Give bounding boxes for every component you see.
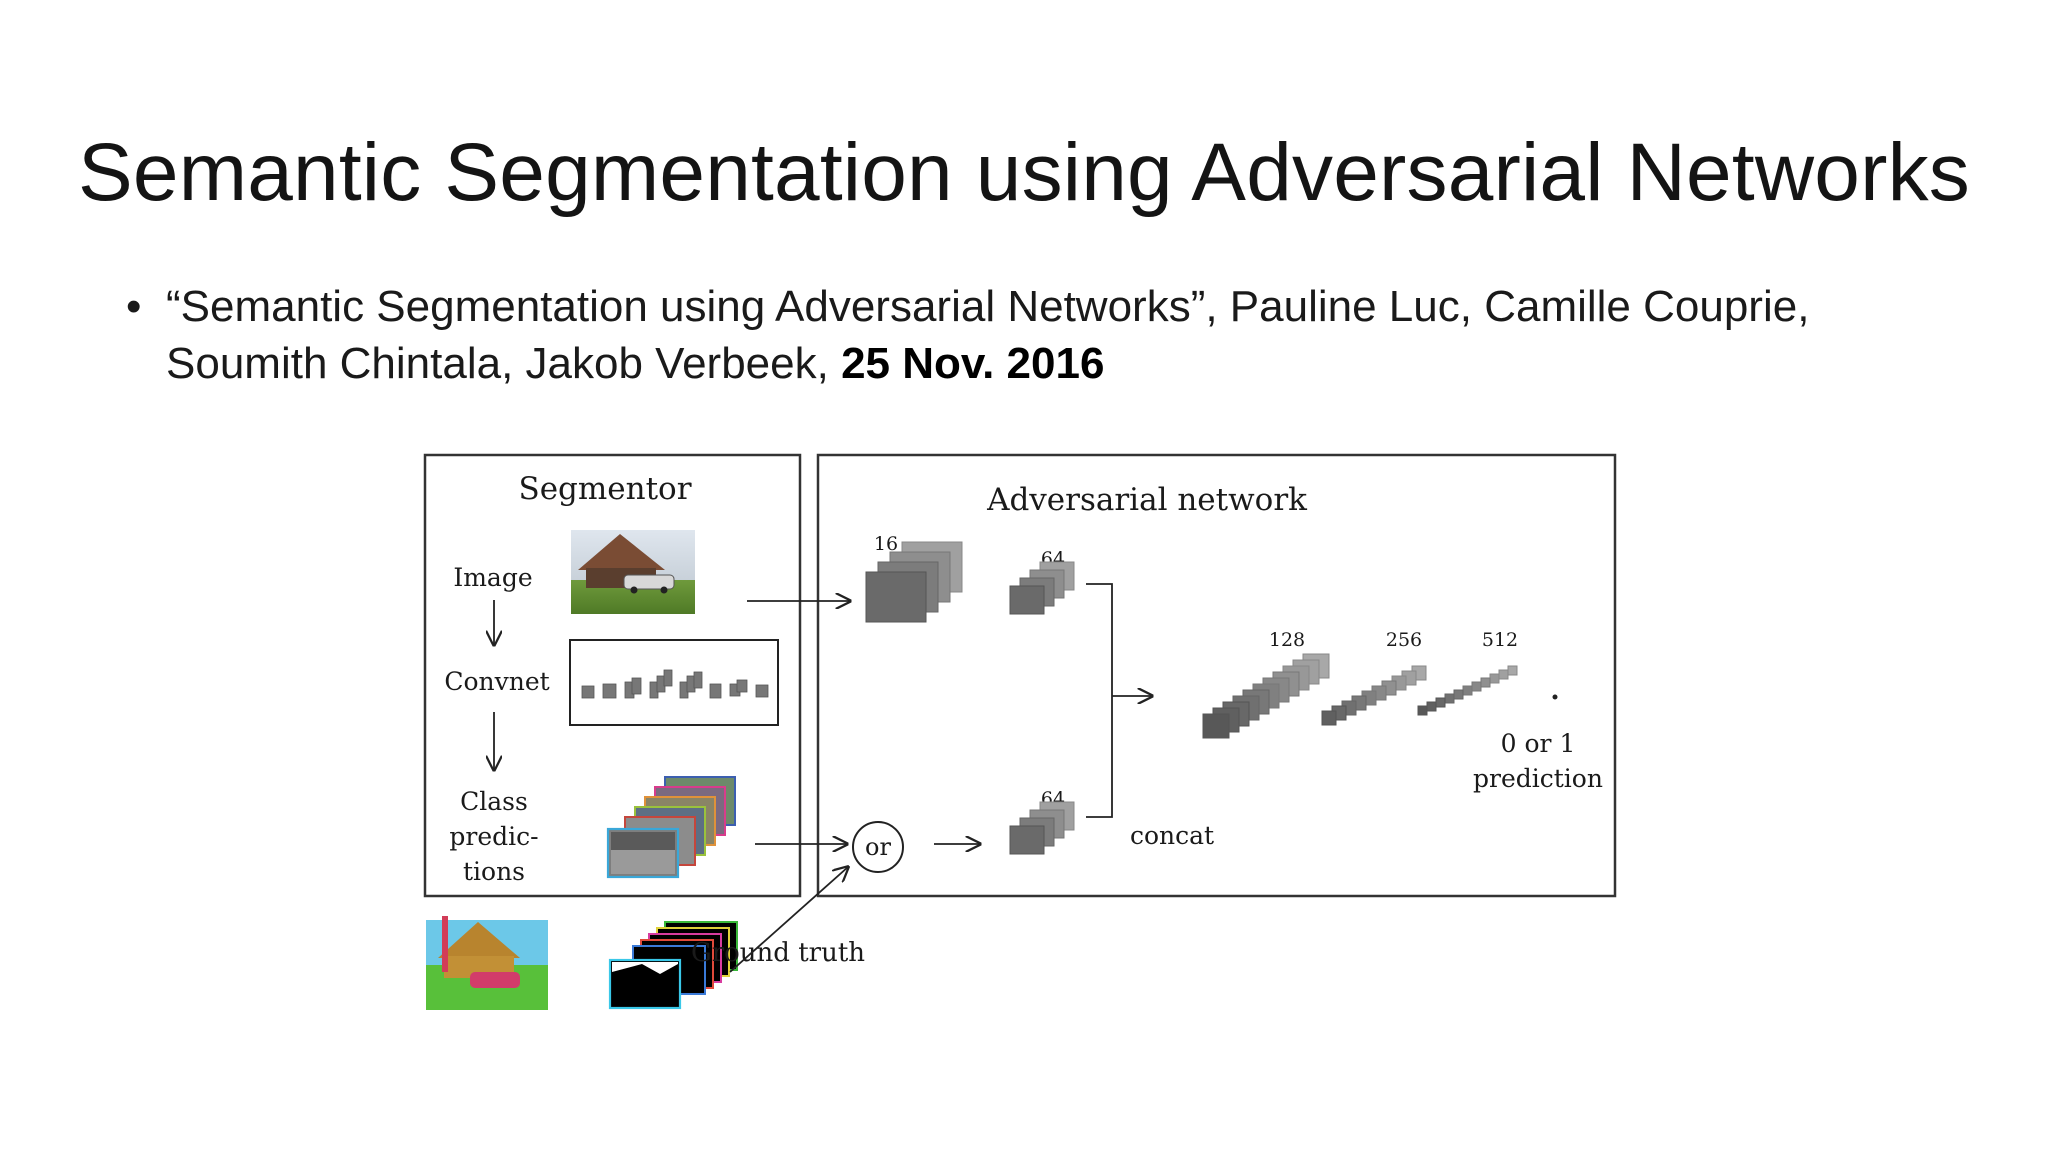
class-prediction-maps [606,776,736,879]
architecture-figure: Segmentor Adversarial network Image Conv… [420,450,1620,1020]
output-node [1552,694,1558,700]
output-label-line2: prediction [1473,764,1603,793]
adversarial-title: Adversarial network [986,482,1307,518]
conv-block-16 [865,541,963,623]
segmentor-title: Segmentor [518,471,691,507]
convnet-layers-icon [581,669,769,699]
ground-truth-label: Ground truth [691,938,865,968]
output-label-line1: 0 or 1 [1501,729,1576,758]
channels-256-label: 256 [1386,629,1422,651]
conv-block-512 [1417,665,1518,716]
convnet-label: Convnet [444,667,549,696]
conv-block-128 [1202,653,1330,739]
citation-text: “Semantic Segmentation using Adversarial… [166,278,1926,392]
conv-block-256 [1321,665,1427,726]
input-photo-thumbnail [571,530,695,614]
class-label-line3: tions [463,857,525,886]
ground-truth-to-or-arrow [729,867,848,973]
concat-bracket [1086,583,1113,818]
channels-16-label: 16 [874,533,898,555]
or-node [852,821,904,873]
architecture-diagram: Segmentor Adversarial network Image Conv… [423,453,1617,1010]
class-label-line1: Class [460,787,528,816]
channels-128-label: 128 [1269,629,1305,651]
conv-block-64-top [1009,561,1075,615]
ground-truth-maps [608,921,738,1010]
citation-reference: “Semantic Segmentation using Adversarial… [166,282,1810,388]
adversarial-panel [816,453,1617,898]
citation-bullet: • “Semantic Segmentation using Adversari… [126,278,1926,392]
conv-block-64-bottom [1009,801,1075,855]
or-label: or [865,833,891,861]
concat-label: concat [1130,821,1214,850]
bullet-dot-icon: • [126,282,142,331]
channels-512-label: 512 [1482,629,1518,651]
ground-truth-thumbnail [426,916,548,1010]
image-label: Image [453,563,532,592]
class-label-line2: predic- [449,822,538,851]
citation-date: 25 Nov. 2016 [841,339,1105,388]
slide-title: Semantic Segmentation using Adversarial … [78,127,1970,218]
